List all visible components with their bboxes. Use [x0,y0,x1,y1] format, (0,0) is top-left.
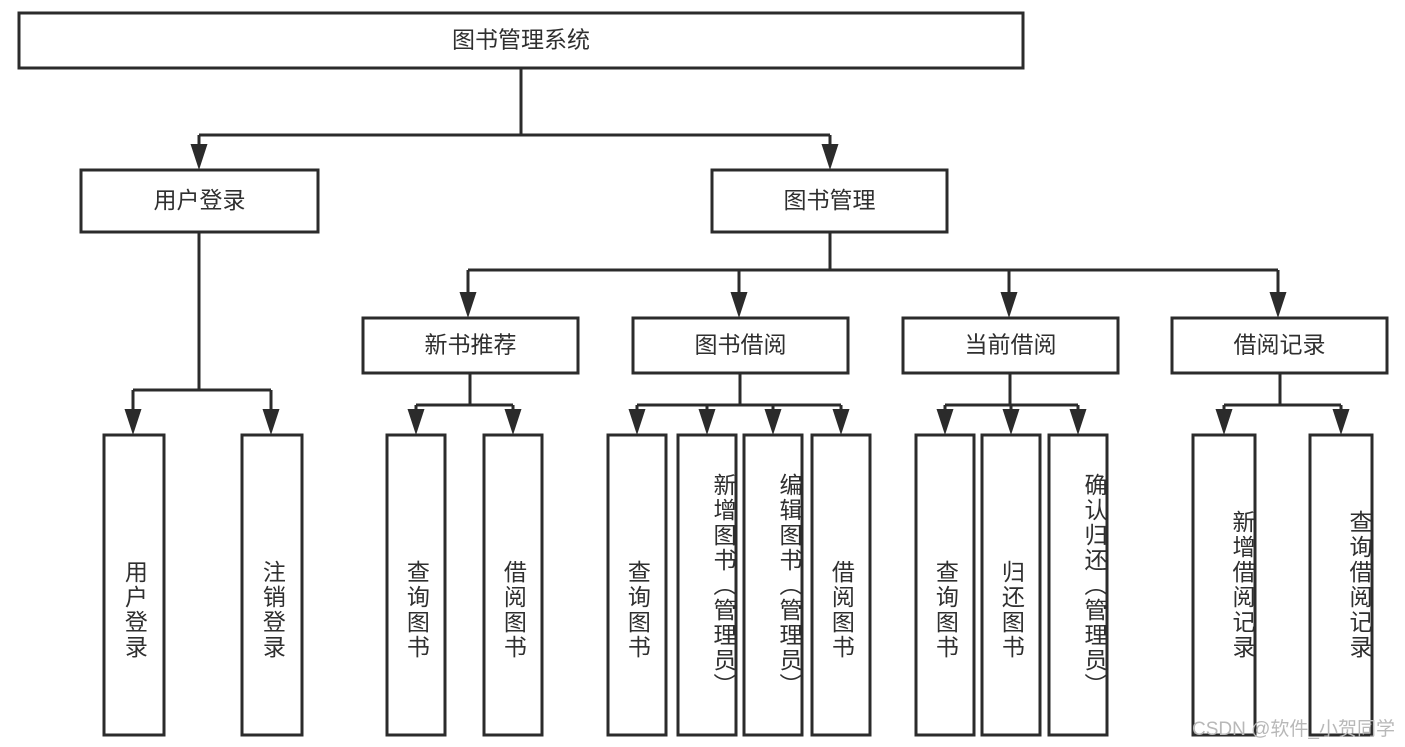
arrow-head-icon [1215,409,1233,435]
node-box-root[interactable] [17,11,1025,70]
arrow-head-icon [262,409,280,435]
node-box-leaf-borrow-book-2[interactable] [810,433,872,737]
node-label-borrow-record: 借阅记录 [1234,332,1326,358]
node-box-leaf-add-book-admin[interactable] [676,433,738,737]
arrow-head-icon [764,409,782,435]
arrow-head-icon [407,409,425,435]
node-label-new-book-rec: 新书推荐 [425,332,517,358]
node-label-user-login: 用户登录 [154,187,246,213]
node-box-leaf-query-borrow-record[interactable] [1308,433,1374,737]
node-box-leaf-query-book-3[interactable] [914,433,976,737]
arrow-head-icon [504,409,522,435]
node-box-leaf-query-book-1[interactable] [385,433,447,737]
node-box-leaf-logout[interactable] [240,433,304,737]
arrow-head-icon [1332,409,1350,435]
node-label-book-borrow: 图书借阅 [695,332,787,358]
arrow-head-icon [1002,409,1020,435]
arrow-head-icon [124,409,142,435]
node-box-leaf-confirm-return-admin[interactable] [1047,433,1109,737]
arrow-head-icon [628,409,646,435]
node-label-root: 图书管理系统 [452,27,590,53]
arrow-head-icon [190,144,208,170]
node-label-book-manage: 图书管理 [784,187,876,213]
arrow-head-icon [936,409,954,435]
connector-layer [124,68,1350,435]
node-box-current-borrow[interactable] [901,316,1120,375]
node-box-borrow-record[interactable] [1170,316,1389,375]
arrow-head-icon [1269,292,1287,318]
arrow-head-icon [459,292,477,318]
arrow-head-icon [730,292,748,318]
node-box-leaf-edit-book-admin[interactable] [742,433,804,737]
arrow-head-icon [1069,409,1087,435]
arrow-head-icon [698,409,716,435]
node-box-leaf-query-book-2[interactable] [606,433,668,737]
watermark-text: CSDN @软件_小贺同学 [1192,719,1395,740]
node-label-current-borrow: 当前借阅 [965,332,1057,358]
node-box-leaf-return-book[interactable] [980,433,1042,737]
arrow-head-icon [821,144,839,170]
node-box-user-login[interactable] [79,168,320,234]
node-box-leaf-user-login[interactable] [102,433,166,737]
arrow-head-icon [832,409,850,435]
node-box-book-manage[interactable] [710,168,949,234]
node-box-new-book-rec[interactable] [361,316,580,375]
node-box-book-borrow[interactable] [631,316,850,375]
node-box-leaf-borrow-book-1[interactable] [482,433,544,737]
node-box-leaf-add-borrow-record[interactable] [1191,433,1257,737]
arrow-head-icon [1000,292,1018,318]
